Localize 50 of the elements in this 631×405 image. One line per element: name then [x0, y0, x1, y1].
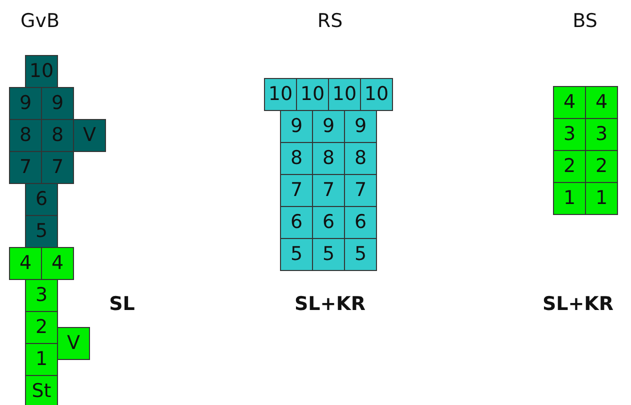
grid-cell: 8: [344, 142, 377, 175]
grid-cell: 6: [312, 206, 345, 239]
grid-cell: 4: [9, 247, 42, 280]
grid-cell: 1: [25, 343, 58, 376]
grid-cell: 7: [312, 174, 345, 207]
grid-cell: 8: [312, 142, 345, 175]
grid-cell: 7: [41, 151, 74, 184]
column-heading: BS: [572, 10, 598, 32]
grid-cell: 10: [328, 78, 361, 111]
grid-cell: 2: [585, 150, 618, 183]
column-heading: RS: [317, 10, 343, 32]
group-label: SL+KR: [542, 293, 614, 315]
grid-cell: 5: [280, 238, 313, 271]
grid-cell: 9: [312, 110, 345, 143]
grid-cell: 3: [25, 279, 58, 312]
grid-cell: 5: [25, 215, 58, 248]
grid-cell: 1: [553, 182, 586, 215]
grid-cell: 4: [585, 86, 618, 119]
grid-cell: 5: [312, 238, 345, 271]
grid-cell: 2: [553, 150, 586, 183]
grid-cell: 8: [280, 142, 313, 175]
grid-cell: V: [73, 119, 106, 152]
grid-cell: 7: [344, 174, 377, 207]
group-label: SL+KR: [294, 293, 366, 315]
grid-cell: 6: [280, 206, 313, 239]
grid-cell: 6: [344, 206, 377, 239]
grid-cell: 9: [344, 110, 377, 143]
grid-cell: 7: [280, 174, 313, 207]
column-heading: GvB: [20, 10, 60, 32]
grid-cell: 10: [264, 78, 297, 111]
grid-cell: 10: [296, 78, 329, 111]
grid-cell: 10: [360, 78, 393, 111]
grid-cell: 4: [553, 86, 586, 119]
grid-cell: 9: [41, 87, 74, 120]
grid-cell: 6: [25, 183, 58, 216]
grid-cell: 10: [25, 55, 58, 88]
grid-cell: 9: [9, 87, 42, 120]
grid-cell: 8: [41, 119, 74, 152]
grid-cell: 7: [9, 151, 42, 184]
grid-cell: 2: [25, 311, 58, 344]
grid-cell: 3: [553, 118, 586, 151]
grid-cell: 9: [280, 110, 313, 143]
grid-cell: V: [57, 327, 90, 360]
grid-cell: 8: [9, 119, 42, 152]
grid-cell: 5: [344, 238, 377, 271]
grid-cell: 4: [41, 247, 74, 280]
grid-cell: 1: [585, 182, 618, 215]
grid-cell: 3: [585, 118, 618, 151]
grid-cell: St: [25, 375, 58, 405]
group-label: SL: [109, 293, 135, 315]
